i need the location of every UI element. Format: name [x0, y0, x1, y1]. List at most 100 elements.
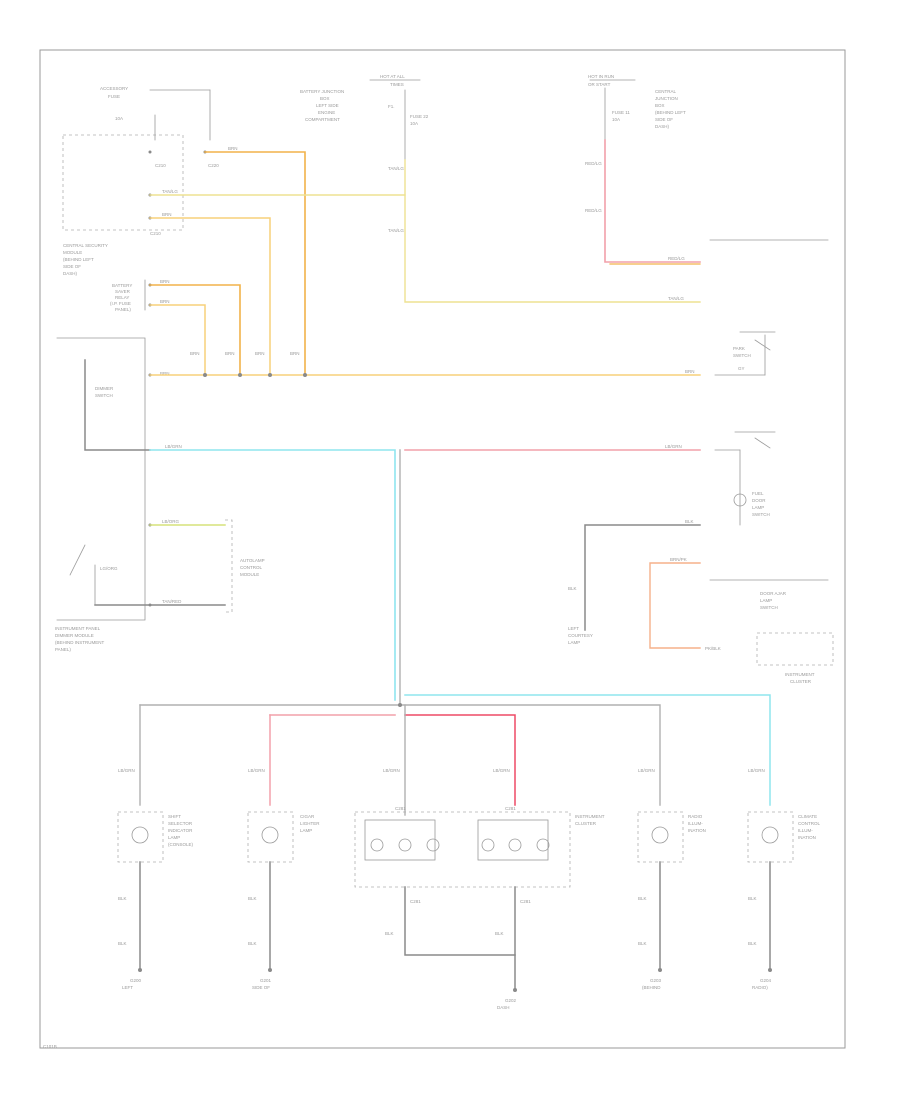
bulb1-l4: (CONSOLE)	[168, 842, 194, 847]
park-switch-label-0: PARK	[733, 346, 745, 351]
fuse-hot-2: 10A	[410, 121, 418, 126]
bjb-label-1: BOX	[320, 96, 330, 101]
wire-label-tan-lg-b: TAN/LG	[388, 228, 404, 233]
autolamp-label-1: CONTROL	[240, 565, 262, 570]
wire-label-blk-a: BLK	[685, 519, 694, 524]
left-courtesy-lamp: LEFT COURTESY LAMP	[568, 626, 593, 645]
gw-1a: BLK	[118, 896, 127, 901]
wire-courtesy-black	[584, 524, 701, 631]
lbl-b6: LB/GRN	[748, 768, 765, 773]
wire-label-lb-org: LB/ORG	[162, 519, 180, 524]
bsr-label-3: (I.P. FUSE	[110, 301, 131, 306]
bulb5-l2: ILLUM-	[798, 828, 813, 833]
ipdm-label-0: INSTRUMENT PANEL	[55, 626, 101, 631]
gw-2a: BLK	[248, 896, 257, 901]
lbl-b5: LB/GRN	[638, 768, 655, 773]
wire-label-lb-grn-b: LB/GRN	[665, 444, 682, 449]
wire-bsr-orange-2	[149, 304, 206, 376]
bulb4-l1: ILLUM-	[688, 821, 703, 826]
wire-module-orange-1	[204, 151, 306, 376]
wire-tan-lg-vertical	[404, 159, 701, 303]
ipdm-label-2: (BEHIND INSTRUMENT	[55, 640, 105, 645]
bus-splices: BRN BRN BRN BRN BRN	[190, 351, 695, 377]
ground-g200-t: LEFT	[122, 985, 133, 990]
pin-c220: C220	[208, 163, 219, 168]
ground-points: G200 LEFT G201 SIDE OF G202 DASH G203 (B…	[122, 968, 772, 1010]
central-junction-box: HOT IN RUN OR START FUSE 11 10A CENTRAL …	[585, 74, 829, 241]
park-switch-label-1: SWITCH	[733, 353, 751, 358]
conn-pin-4: C281	[520, 899, 531, 904]
gw-2b: BLK	[248, 941, 257, 946]
accessory-fuse-label-1: FUSE	[108, 94, 120, 99]
pin-c-label: C210	[150, 231, 161, 236]
cjb-label-5: DASH)	[655, 124, 670, 129]
wire-bsr-orange-1	[149, 284, 241, 376]
wire-cluster-orange	[649, 562, 701, 649]
hot-header-0: HOT AT ALL	[380, 74, 405, 79]
bulb1-l3: LAMP	[168, 835, 180, 840]
cluster-lamps: INSTRUMENT CLUSTER C281 C281 C281 C281	[354, 806, 605, 991]
lbl-b2: LB/GRN	[248, 768, 265, 773]
gw-5b: BLK	[748, 941, 757, 946]
fuel-label-0: FUEL	[752, 491, 764, 496]
lbl-b1: LB/GRN	[118, 768, 135, 773]
fuel-label-2: LAMP	[752, 505, 764, 510]
gw-5a: BLK	[748, 896, 757, 901]
splice-label-4: BRN	[290, 351, 300, 356]
wire-label-brn-e: BRN	[160, 371, 170, 376]
battery-junction-box: HOT AT ALL TIMES BATTERY JUNCTION BOX LE…	[300, 74, 429, 233]
climate-control-illumination: CLIMATE CONTROL ILLUM- INATION	[747, 811, 820, 971]
bjb-label-0: BATTERY JUNCTION	[300, 89, 344, 94]
wire-label-tan-lg-d: TAN/LG	[668, 296, 684, 301]
wire-label-tan-lg-c: TAN/LG	[162, 189, 178, 194]
page-code: C101B	[43, 1044, 57, 1049]
cjb-label-3: (BEHIND LEFT	[655, 110, 686, 115]
bulb3-l0: INSTRUMENT	[575, 814, 605, 819]
autolamp-control-module: AUTOLAMP CONTROL MODULE LB/ORG TAN/RED L…	[69, 519, 265, 613]
module-label-1: MODULE	[63, 250, 82, 255]
ground-wire-labels: BLK BLK BLK BLK BLK BLK BLK BLK BLK BLK	[118, 896, 757, 946]
autolamp-label-0: AUTOLAMP	[240, 558, 265, 563]
ground-g201: G201	[260, 978, 272, 983]
bulb5-l3: INATION	[798, 835, 816, 840]
cjb-label-1: JUNCTION	[655, 96, 678, 101]
ipdm-label-3: PANEL)	[55, 647, 71, 652]
module-label-3: SIDE OF	[63, 264, 81, 269]
courtesy-label-0: LEFT	[568, 626, 579, 631]
ground-g202-t: DASH	[497, 1005, 510, 1010]
ipdm-label-1: DIMMER MODULE	[55, 633, 94, 638]
bulb-wire-labels: LB/GRN LB/GRN LB/GRN LB/GRN LB/GRN LB/GR…	[118, 768, 765, 773]
radio-illumination: RADIO ILLUM- INATION	[637, 811, 706, 971]
wire-label-brn-b: BRN	[162, 212, 172, 217]
cluster-label-1: CLUSTER	[790, 679, 812, 684]
wire-label-tan-red: TAN/RED	[162, 599, 182, 604]
module-label-2: (BEHIND LEFT	[63, 257, 94, 262]
instrument-cluster-box: INSTRUMENT CLUSTER DOOR AJAR LAMP SWITCH…	[705, 579, 834, 684]
ground-g201-t: SIDE OF	[252, 985, 270, 990]
cjb-label-0: CENTRAL	[655, 89, 677, 94]
ground-g200: G200	[130, 978, 142, 983]
wire-lb-grn-cyan	[149, 449, 396, 701]
wire-label-lg-org: LG/ORG	[100, 566, 118, 571]
wire-label-blk-b: BLK	[568, 586, 577, 591]
ground-g203-t: (BEHIND	[642, 985, 661, 990]
wire-lower-bus-cyan	[404, 694, 771, 806]
bulb5-l1: CONTROL	[798, 821, 820, 826]
bulb2-l0: CIGAR	[300, 814, 315, 819]
wire-lower-bus-red	[404, 714, 516, 806]
ground-g204: G204	[760, 978, 772, 983]
splice-label-1: BRN	[190, 351, 200, 356]
bjb-label-2: LEFT SIDE	[316, 103, 339, 108]
instrument-panel-module: INSTRUMENT PANEL DIMMER MODULE (BEHIND I…	[55, 626, 105, 652]
lbl-b4: LB/GRN	[493, 768, 510, 773]
bulb2-l2: LAMP	[300, 828, 312, 833]
gw-4b: BLK	[638, 941, 647, 946]
wire-label-brn-a: BRN	[228, 146, 238, 151]
fuse-hot-1: FUSE 22	[410, 114, 429, 119]
pin-c210: C210	[155, 163, 166, 168]
courtesy-label-2: LAMP	[568, 640, 580, 645]
bjb-label-4: COMPARTMENT	[305, 117, 340, 122]
cluster-label-0: INSTRUMENT	[785, 672, 815, 677]
gw-3b: BLK	[495, 931, 504, 936]
fuel-door-switch: FUEL DOOR LAMP SWITCH	[714, 431, 776, 526]
